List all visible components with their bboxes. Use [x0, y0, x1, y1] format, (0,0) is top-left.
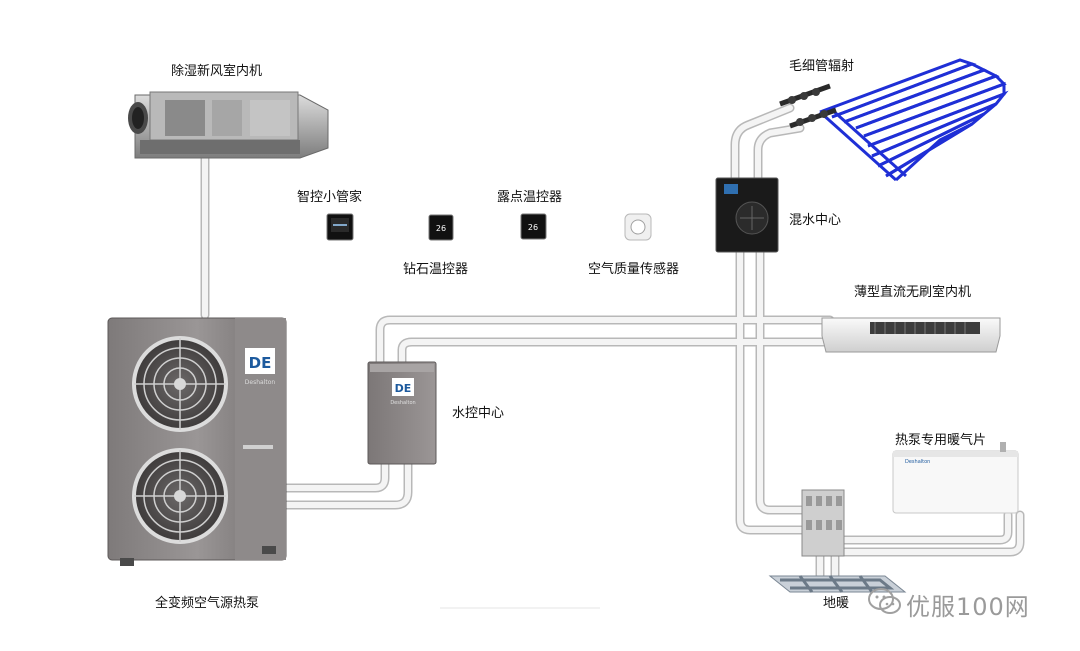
radiator-brand-text: Deshalton [905, 459, 930, 465]
label-heat-pump: 全变频空气源热泵 [155, 596, 260, 611]
svg-text:26: 26 [436, 224, 446, 233]
label-diamond-thermostat: 钻石温控器 [403, 262, 469, 277]
pipe-network [200, 103, 1025, 580]
air-quality-sensor-device [624, 213, 652, 241]
diamond-thermostat-device: 26 [428, 214, 454, 241]
smart-butler-controller [326, 213, 354, 241]
label-air-quality-sensor: 空气质量传感器 [588, 262, 680, 277]
label-capillary-radiation: 毛细管辐射 [789, 59, 855, 74]
watermark-text: 优服100网 [906, 593, 1030, 621]
floor-heating-manifold [801, 489, 845, 557]
slim-indoor-unit [821, 317, 1001, 353]
heat-pump-outdoor-unit: DE Deshalton [107, 317, 287, 566]
label-mixing-center: 混水中心 [789, 213, 842, 228]
fresh-air-indoor-unit [128, 91, 329, 159]
svg-text:DE: DE [395, 382, 412, 395]
dewpoint-thermostat-device: 26 [520, 213, 547, 240]
watermark-wechat-icon [868, 588, 902, 616]
floor-heating-coil [768, 575, 907, 593]
label-fresh-air-unit: 除湿新风室内机 [171, 64, 263, 79]
label-floor-heating: 地暖 [823, 596, 850, 611]
label-smart-butler: 智控小管家 [297, 190, 363, 205]
water-control-center-unit: DE Deshalton [367, 361, 437, 465]
capillary-radiation-mat [779, 58, 1009, 182]
water-control-brand-text: Deshalton [390, 400, 415, 406]
heat-pump-brand-text: Deshalton [245, 379, 276, 386]
svg-text:DE: DE [249, 354, 272, 372]
heat-pump-radiator-unit: Deshalton [892, 442, 1019, 514]
label-water-control-center: 水控中心 [452, 406, 505, 421]
label-heat-pump-radiator: 热泵专用暖气片 [895, 433, 987, 448]
svg-text:26: 26 [528, 223, 538, 232]
mixing-center-unit [715, 177, 779, 253]
label-dewpoint-thermostat: 露点温控器 [497, 190, 563, 205]
label-slim-indoor-unit: 薄型直流无刷室内机 [854, 285, 972, 300]
